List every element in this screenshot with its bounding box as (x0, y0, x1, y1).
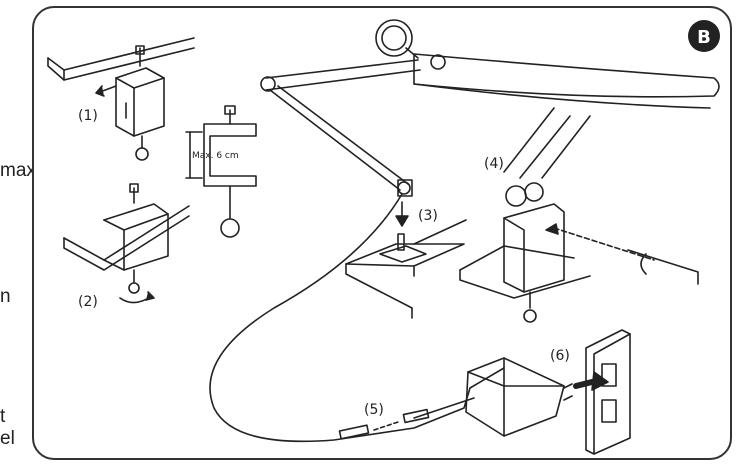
side-text-n: n (0, 286, 11, 307)
step3-base-illustration (345, 201, 467, 319)
lamp-arm-illustration (260, 59, 421, 197)
step-3-label: (3) (418, 208, 438, 224)
power-cable (209, 193, 505, 443)
step4-joint-illustration (459, 107, 699, 323)
step-2-label: (2) (78, 294, 98, 310)
step1-table-illustration (47, 37, 195, 161)
side-text-t: t (0, 406, 6, 427)
clamp-dimension-label: Max. 6 cm (192, 151, 239, 161)
panel-badge-text: B (697, 27, 711, 48)
assembly-diagram: B Max. 6 cm (1) (2) (3) (4) (5) (6) (47, 19, 720, 455)
cable-connector (413, 397, 475, 419)
step-6-label: (6) (550, 348, 570, 364)
step2-table-illustration (63, 183, 190, 304)
step-5-label: (5) (364, 402, 384, 418)
lamp-head-illustration (375, 19, 720, 109)
panel-badge (688, 20, 720, 52)
instruction-panel: B Max. 6 cm (1) (2) (3) (4) (5) (6) (32, 6, 732, 460)
wall-socket-illustration (573, 329, 631, 455)
power-adapter-illustration (465, 357, 573, 437)
clamp-dimension-illustration (185, 105, 257, 238)
step-1-label: (1) (78, 108, 98, 124)
side-text-el: el (0, 428, 15, 449)
step-4-label: (4) (484, 156, 504, 172)
